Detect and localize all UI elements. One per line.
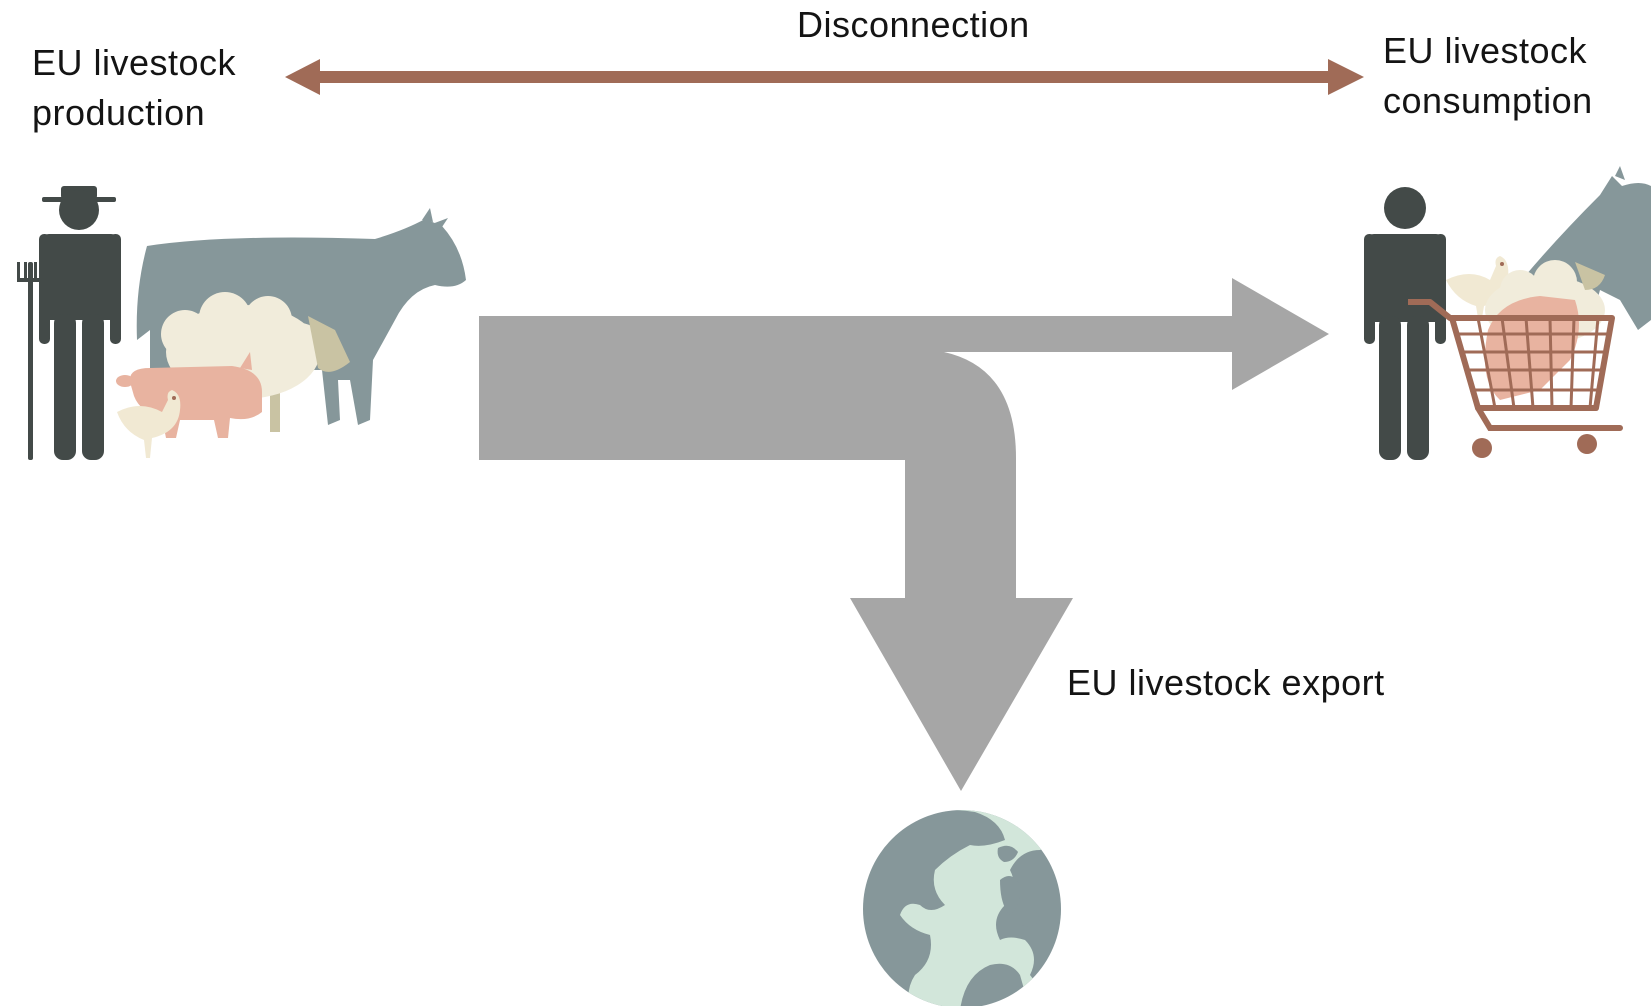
production-label-line2: production: [32, 92, 206, 133]
chicken-icon: [117, 390, 181, 458]
production-label: EU livestock production: [32, 38, 236, 138]
globe-icon: [863, 810, 1061, 1006]
consumption-label-line1: EU livestock: [1383, 30, 1588, 71]
disconnection-arrow: [285, 59, 1364, 95]
export-label: EU livestock export: [1067, 662, 1385, 703]
consumer-icon: [1364, 187, 1446, 460]
consumption-label-line2: consumption: [1383, 80, 1593, 121]
production-label-line1: EU livestock: [32, 42, 237, 83]
disconnection-label: Disconnection: [797, 4, 1030, 45]
shopping-cart-icon: [1408, 299, 1623, 458]
consumption-label: EU livestock consumption: [1383, 26, 1593, 126]
farmer-icon: [17, 186, 121, 460]
flow-arrow: [479, 278, 1329, 791]
